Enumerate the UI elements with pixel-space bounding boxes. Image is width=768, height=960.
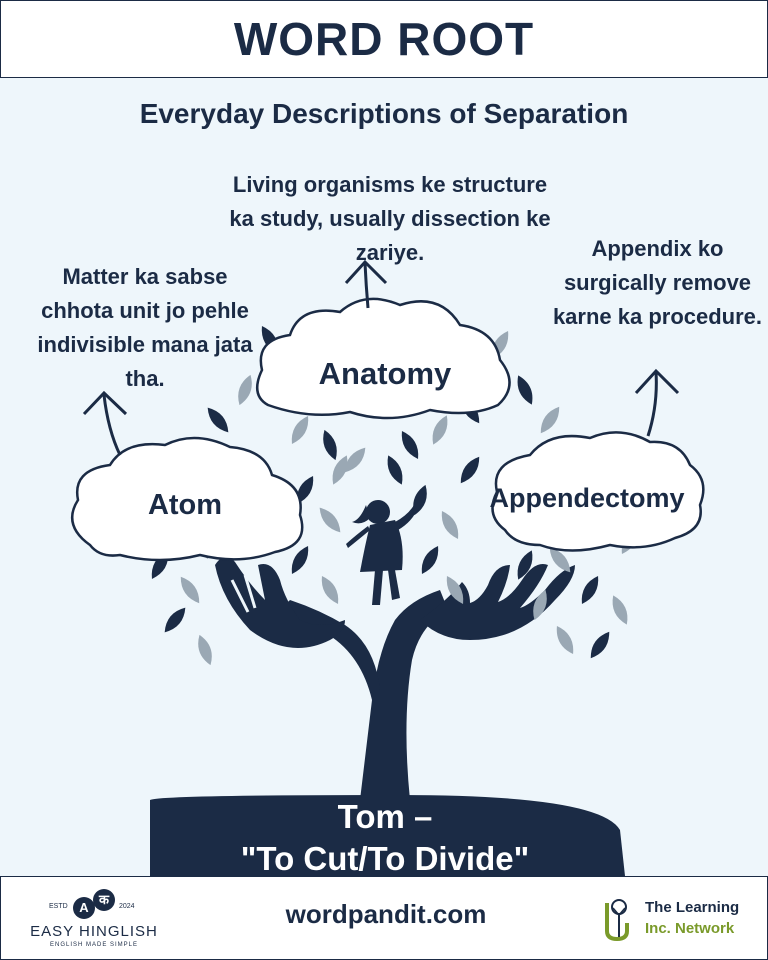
header-banner: WORD ROOT: [0, 0, 768, 78]
website-link[interactable]: wordpandit.com: [285, 899, 487, 929]
logo-estd: ESTD: [49, 903, 68, 910]
leaf: [581, 576, 599, 604]
leaf: [413, 484, 427, 516]
leaf: [321, 576, 339, 604]
leaf: [556, 626, 574, 654]
definition-atom: Matter ka sabse chhota unit jo pehle ind…: [37, 264, 253, 391]
leaf: [198, 634, 212, 666]
tree-trunk: [360, 590, 448, 800]
logo-tagline: ENGLISH MADE SIMPLE: [49, 942, 139, 948]
definition-anatomy: Living organisms ke structure ka study, …: [229, 172, 551, 265]
arrow-atom: [82, 390, 128, 456]
ground-mound: [150, 795, 625, 876]
left-hand: [215, 556, 345, 648]
leaf: [387, 455, 403, 485]
root-definition: "To Cut/To Divide": [240, 840, 530, 877]
logo-name: EASY HINGLISH: [30, 923, 158, 940]
leaf: [612, 595, 628, 625]
leaf: [517, 550, 533, 580]
leaf: [401, 431, 419, 459]
root-word: Tom –: [337, 798, 433, 835]
leaf: [533, 589, 547, 621]
subtitle: Everyday Descriptions of Separation: [139, 98, 629, 129]
word-anatomy: Anatomy: [318, 356, 452, 391]
root-meaning: Tom – "To Cut/To Divide": [150, 796, 620, 880]
right-hand: [420, 564, 575, 640]
word-appendectomy: Appendectomy: [489, 483, 685, 513]
logo-line1: The Learning: [645, 899, 740, 916]
easy-hinglish-logo: ESTD A क 2024 EASY HINGLISH ENGLISH MADE…: [29, 887, 159, 955]
learning-inc-logo: The Learning Inc. Network: [601, 891, 761, 947]
leaf: [549, 547, 571, 573]
leaf: [517, 375, 533, 405]
footer: ESTD A क 2024 EASY HINGLISH ENGLISH MADE…: [0, 876, 768, 960]
leaf: [441, 511, 459, 539]
leaf: [332, 455, 348, 485]
leaf: [590, 631, 610, 659]
logo-year: 2024: [119, 903, 135, 910]
leaf: [344, 447, 366, 473]
leaf: [540, 406, 560, 434]
leaf: [207, 407, 229, 433]
cloud-appendectomy: [491, 431, 705, 552]
leaf: [446, 576, 464, 604]
child-figure: [346, 500, 418, 605]
arrow-appendectomy: [634, 368, 680, 437]
leaf: [180, 576, 200, 604]
arrow-anatomy: [344, 259, 388, 309]
leaf: [164, 607, 186, 633]
leaf: [460, 456, 480, 484]
word-atom: Atom: [147, 489, 223, 521]
leaf: [323, 429, 337, 461]
leaf: [421, 546, 439, 574]
definition-appendectomy: Appendix ko surgically remove karne ka p…: [552, 236, 763, 329]
leaf: [296, 476, 314, 504]
cloud-anatomy: [255, 297, 511, 420]
leaf: [291, 546, 309, 574]
tree-logo-icon: [605, 899, 629, 942]
leaf: [319, 507, 341, 533]
logo-letter-ka: क: [93, 889, 115, 911]
leaf: [238, 374, 252, 406]
leaf: [432, 415, 448, 445]
page-title: WORD ROOT: [233, 13, 535, 65]
leaf: [291, 416, 309, 444]
cloud-atom: [70, 436, 304, 562]
logo-line2: Inc. Network: [645, 920, 735, 937]
logo-letter-a: A: [73, 897, 95, 919]
